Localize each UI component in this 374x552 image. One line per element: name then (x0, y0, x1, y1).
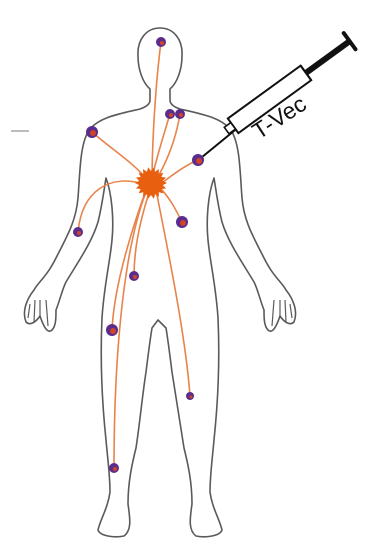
syringe-icon (196, 33, 355, 162)
metastasis-core (196, 158, 202, 164)
metastasis-core (110, 328, 116, 334)
side-tick-mark (11, 130, 29, 132)
metastasis-core (179, 113, 183, 117)
metastasis-core (90, 130, 96, 136)
syringe-plunger (304, 39, 351, 76)
metastasis-core (113, 467, 117, 471)
metastasis-core (160, 41, 164, 45)
metastasis-core (180, 220, 186, 226)
metastasis-core (190, 396, 193, 399)
metastasis-core (133, 275, 137, 279)
metastasis-core (169, 113, 173, 117)
metastasis-core (77, 231, 81, 235)
